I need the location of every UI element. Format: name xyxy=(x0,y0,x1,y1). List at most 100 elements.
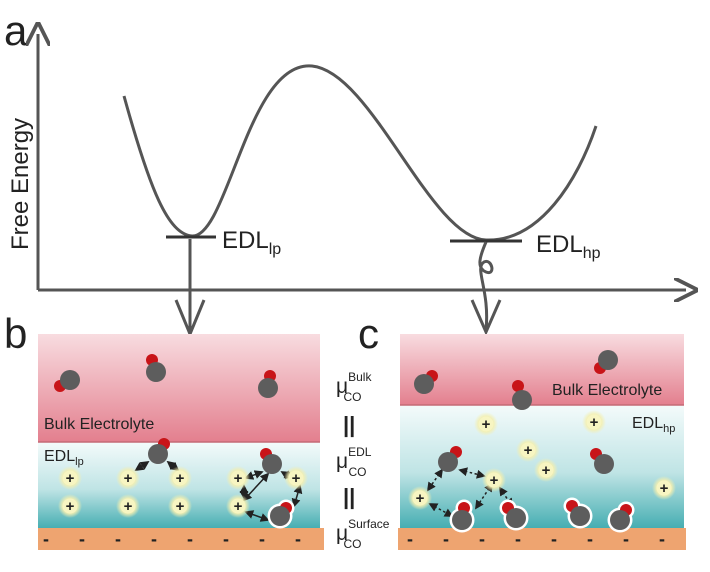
electrode-charge: - xyxy=(515,529,521,549)
carbon-atom xyxy=(570,506,590,526)
edl-hp-label: EDLhp xyxy=(536,231,601,262)
co-molecule xyxy=(563,497,593,529)
cation-charge: + xyxy=(542,462,551,479)
cation-charge: + xyxy=(234,470,243,487)
energy-axes xyxy=(38,34,686,290)
co-molecule xyxy=(590,448,614,474)
carbon-atom xyxy=(512,390,532,410)
electrode-charge: - xyxy=(443,529,449,549)
co-molecule xyxy=(148,438,170,464)
co-molecule xyxy=(607,501,635,533)
electrode-charge: - xyxy=(623,529,629,549)
edl-lp-label: EDLlp xyxy=(222,227,281,258)
interaction-arrow xyxy=(458,467,486,479)
electrode-charge: - xyxy=(115,529,121,549)
carbon-atom xyxy=(262,454,282,474)
carbon-atom xyxy=(146,362,166,382)
carbon-atom xyxy=(148,444,168,464)
cation: + xyxy=(168,466,192,490)
electrode-charge: - xyxy=(223,529,229,549)
arrow-head-to-panel-c xyxy=(470,299,502,336)
carbon-atom xyxy=(60,370,80,390)
cation: + xyxy=(116,494,140,518)
bulk-region-c xyxy=(400,334,684,405)
carbon-atom xyxy=(258,378,278,398)
edl-hp-label-c: EDLhp xyxy=(632,415,675,435)
carbon-atom xyxy=(270,506,290,526)
cation: + xyxy=(284,466,308,490)
electrode-charge: - xyxy=(659,529,665,549)
electrode-charge: - xyxy=(187,529,193,549)
cation: + xyxy=(58,466,82,490)
carbon-atom xyxy=(610,510,630,530)
cation-charge: + xyxy=(176,470,185,487)
electrode-charge: - xyxy=(259,529,265,549)
edl-lp-label-b: EDLlp xyxy=(44,448,84,468)
electrode-charge: - xyxy=(43,529,49,549)
panel-label-c: c xyxy=(358,310,379,357)
electrode-charge: - xyxy=(151,529,157,549)
free-energy-curve xyxy=(122,64,598,242)
interaction-arrow xyxy=(426,468,444,492)
panel-label-b: b xyxy=(4,310,27,357)
cation: + xyxy=(534,458,558,482)
bulk-electrolyte-label-c: Bulk Electrolyte xyxy=(552,382,662,399)
co-molecule xyxy=(594,350,618,374)
co-molecule xyxy=(438,446,462,472)
electrode-charge: - xyxy=(295,529,301,549)
panel-c-scene: Bulk Electrolyte EDLhp + + + + + + + - - - - - - - - xyxy=(398,334,686,550)
interaction-arrow xyxy=(244,510,270,522)
cation-charge: + xyxy=(124,498,133,515)
equals-bar-1: || xyxy=(343,412,355,437)
electrode-charge: - xyxy=(79,529,85,549)
co-molecule xyxy=(54,370,80,392)
interaction-arrow xyxy=(428,503,454,517)
cation-charge: + xyxy=(590,414,599,431)
electrode-charge: - xyxy=(587,529,593,549)
interaction-arrow xyxy=(134,461,150,471)
electrode-c xyxy=(398,528,686,550)
cation: + xyxy=(408,486,432,510)
cation: + xyxy=(652,476,676,500)
panel-b-scene: Bulk Electrolyte EDLlp +++++++++ -------… xyxy=(38,334,324,550)
co-molecule xyxy=(146,354,166,382)
cation-charge: + xyxy=(660,480,669,497)
interaction-arrow xyxy=(499,486,513,508)
cation-charge: + xyxy=(66,470,75,487)
carbon-atom xyxy=(414,374,434,394)
cation-charge: + xyxy=(234,498,243,515)
co-molecule xyxy=(414,370,438,394)
co-molecule xyxy=(260,448,282,474)
cation: + xyxy=(226,494,250,518)
cation: + xyxy=(482,468,506,492)
cation-charge: + xyxy=(176,498,185,515)
cation-charge: + xyxy=(292,470,301,487)
carbon-atom xyxy=(452,510,472,530)
electrode-b xyxy=(38,528,324,550)
cation-charge: + xyxy=(524,442,533,459)
electrode-charge: - xyxy=(479,529,485,549)
arrow-to-panel-c xyxy=(478,241,494,331)
co-molecule xyxy=(499,499,529,531)
cation: + xyxy=(516,438,540,462)
panel-label-a: a xyxy=(4,7,28,54)
y-axis-label: Free Energy xyxy=(7,118,34,250)
cation: + xyxy=(168,494,192,518)
cation-charge: + xyxy=(490,472,499,489)
carbon-atom xyxy=(594,454,614,474)
electrode-charge: - xyxy=(551,529,557,549)
bulk-electrolyte-label-b: Bulk Electrolyte xyxy=(44,416,154,433)
cation: + xyxy=(226,466,250,490)
co-molecule xyxy=(512,380,532,410)
co-molecule xyxy=(449,499,475,533)
co-molecule xyxy=(267,499,295,529)
equals-bar-2: || xyxy=(343,484,355,509)
cation: + xyxy=(474,412,498,436)
co-molecule xyxy=(258,370,278,398)
electrode-charge: - xyxy=(407,529,413,549)
